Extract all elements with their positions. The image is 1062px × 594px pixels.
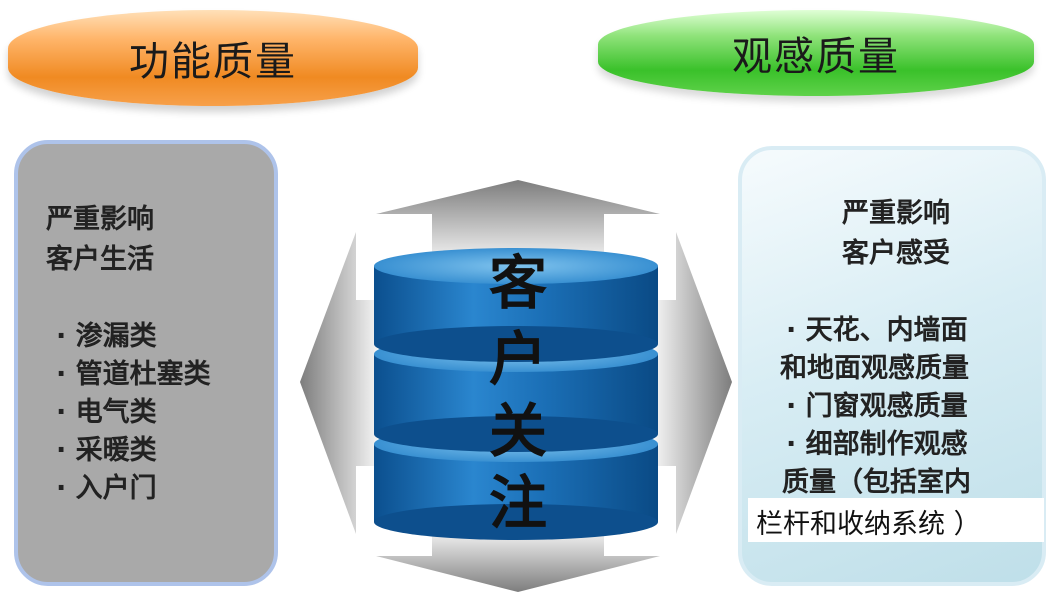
- left-heading-line1: 严重影响: [46, 204, 154, 235]
- center-char: 客: [488, 249, 547, 317]
- left-item: · 渗漏类: [56, 321, 157, 352]
- appearance-quality-title: 观感质量: [732, 34, 900, 80]
- arrow-right-icon: [652, 232, 732, 534]
- arrow-down-icon: [376, 530, 660, 592]
- left-item: · 采暖类: [56, 435, 157, 466]
- caption-overlay-box: [748, 498, 1044, 542]
- functional-quality-title: 功能质量: [129, 39, 297, 85]
- right-line: 和地面观感质量: [780, 353, 969, 384]
- appearance-quality-header: 观感质量: [598, 10, 1034, 96]
- center-char: 户: [488, 325, 547, 393]
- functional-quality-header: 功能质量: [8, 10, 418, 106]
- right-line: · 细部制作观感: [786, 429, 968, 460]
- right-heading-line1: 严重影响: [842, 198, 950, 229]
- center-char: 关: [488, 397, 547, 465]
- left-item: · 电气类: [56, 397, 157, 428]
- right-line: 质量（包括室内: [782, 467, 971, 498]
- arrow-left-icon: [300, 232, 380, 534]
- left-item: · 管道杜塞类: [56, 359, 211, 390]
- left-info-box: [14, 140, 278, 586]
- right-heading-line2: 客户感受: [842, 238, 950, 269]
- right-line: · 门窗观感质量: [786, 391, 968, 422]
- right-line: · 天花、内墙面: [786, 315, 968, 346]
- center-char: 注: [488, 469, 547, 537]
- caption-overlay-text: 栏杆和收纳系统 ）: [756, 509, 981, 540]
- left-heading-line2: 客户生活: [46, 244, 154, 275]
- cylinder-stack: [374, 248, 658, 540]
- left-item: · 入户门: [56, 473, 157, 504]
- arrow-up-icon: [376, 180, 660, 262]
